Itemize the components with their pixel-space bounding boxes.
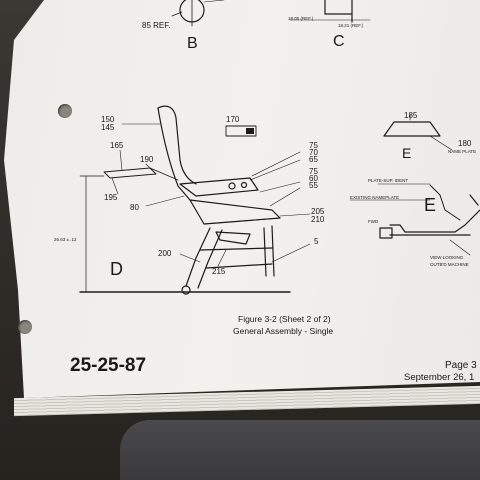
callout-65: 65 [309,155,318,164]
detail-view-b [171,0,225,27]
callout-150: 150 [101,115,115,124]
callout-75-upper: 75 [309,141,318,150]
figure-caption-line2: General Assembly - Single [233,326,334,336]
revision-date: September 26, 1 [404,372,475,383]
seat-assembly-single [79,105,291,295]
view-label-c: C [333,33,345,50]
view-label-e-top: E [402,145,412,161]
punch-hole-top [58,104,72,118]
callout-180: 180 [458,139,472,148]
callout-185: 185 [404,111,418,120]
note-name-plate: NAME PLATE [448,149,477,154]
callout-55: 55 [309,181,318,190]
callout-165: 165 [110,141,124,150]
callout-145: 145 [101,123,115,132]
punch-hole-bottom [18,320,32,334]
note-existing-nameplate: EXISTING NAMEPLATE [350,195,400,200]
note-fwd: FWD [368,219,379,224]
view-label-b: B [187,35,198,52]
background-fabric [120,420,480,480]
component-170 [225,125,257,137]
document-number: 25-25-87 [70,355,147,376]
figure-caption-line1: Figure 3-2 (Sheet 2 of 2) [238,314,331,324]
detail-view-c [289,0,371,23]
callout-210: 210 [311,215,325,224]
manual-page [4,0,480,398]
callout-170: 170 [226,115,240,124]
callout-75-lower: 75 [309,167,318,176]
callout-70: 70 [309,148,318,157]
callout-60: 60 [309,174,318,183]
detail-view-e-nameplate [383,113,453,151]
view-label-e-section: E [424,195,437,215]
note-plate-sub-ident: PLATE-SUP. IDENT [368,178,409,183]
dimension-c-left: 18.05 (REF.) [288,16,314,21]
note-outbd-machine: OUTB'D MACHINE [430,262,469,267]
note-view-looking: VIEW LOOKING [430,255,464,260]
detail-view-e-section [349,183,480,256]
callout-190: 190 [140,155,154,164]
callout-80: 80 [130,203,139,212]
dimension-c-right: 18.21 (REF.) [338,23,364,28]
view-label-d: D [110,259,123,279]
callout-200: 200 [158,249,172,258]
callout-195: 195 [104,193,118,202]
page-number: Page 3 [445,360,477,371]
callout-205: 205 [311,207,325,216]
dimension-height: 26.63 ± .12 [54,237,77,242]
callout-215: 215 [212,267,226,276]
callout-5: 5 [314,237,319,246]
callout-leaders [111,123,311,267]
callout-ref-85: 85 REF. [142,21,171,30]
